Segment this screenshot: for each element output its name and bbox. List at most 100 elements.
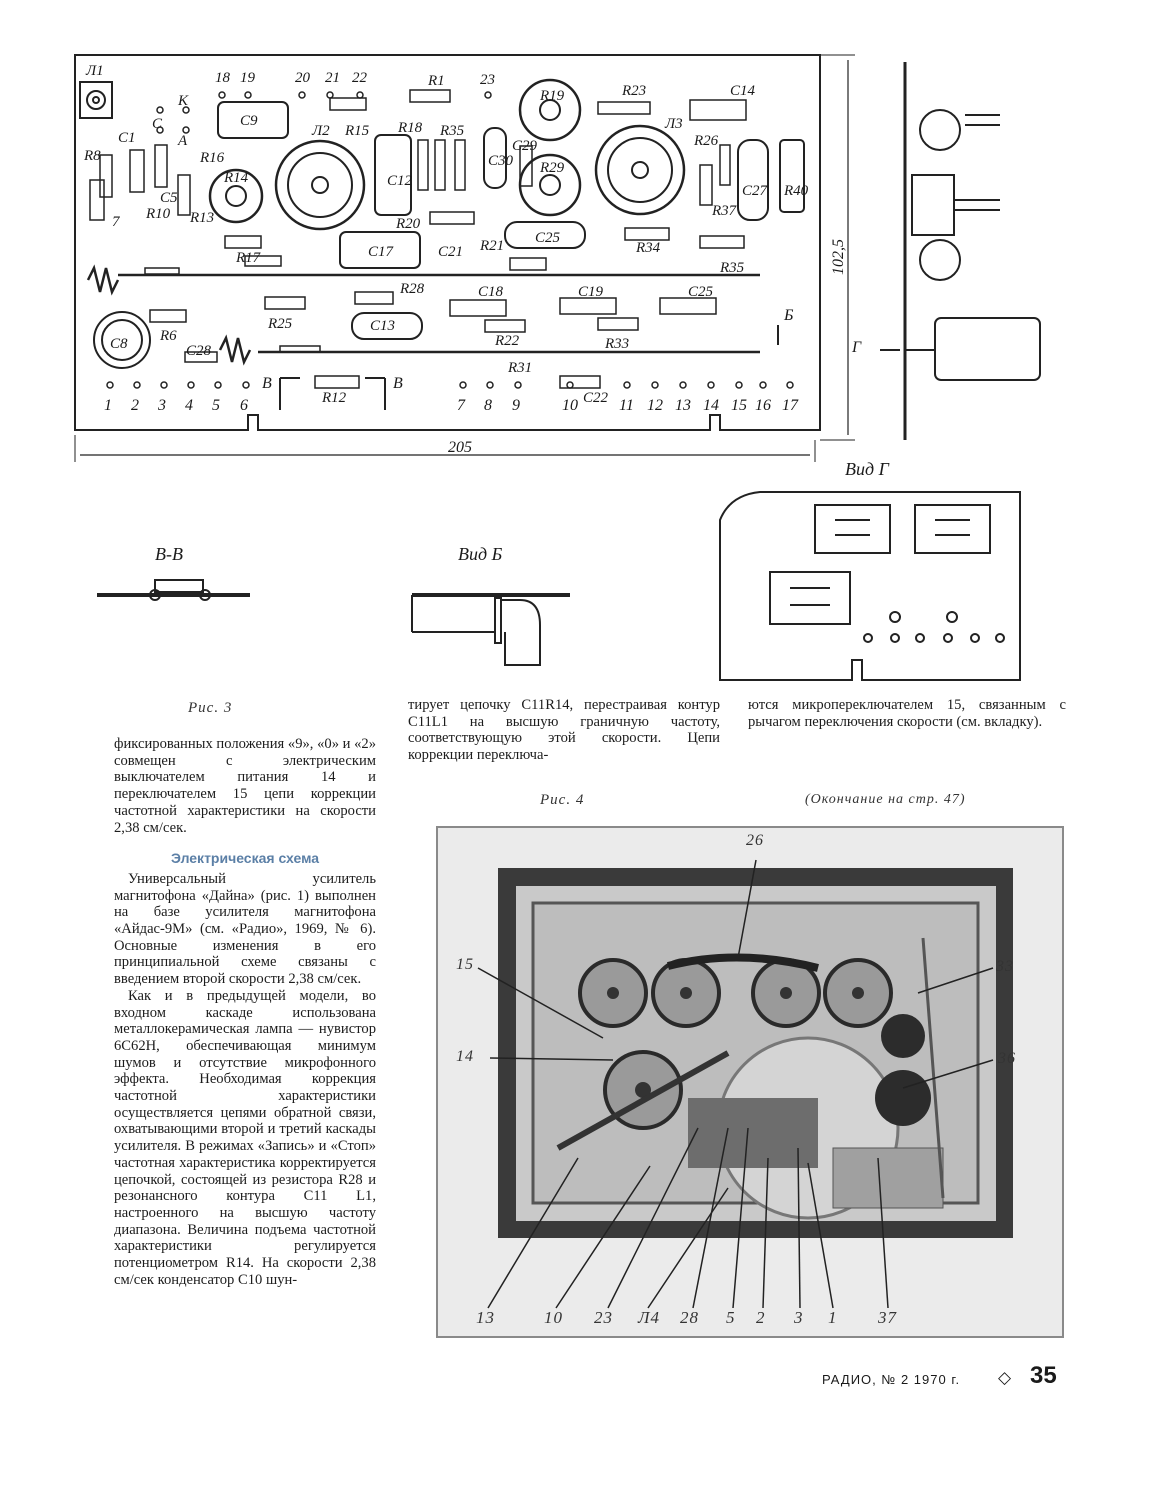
label-C18: C18 bbox=[478, 284, 504, 300]
label-R18: R18 bbox=[397, 120, 423, 136]
photo-callout: 13 bbox=[476, 1308, 495, 1327]
label-L1: Л1 bbox=[85, 63, 104, 79]
pin-number: 13 bbox=[675, 397, 691, 414]
label-C13: C13 bbox=[370, 318, 395, 334]
figure-4-photo: 26 15 14 33 36 13 10 23 Л4 28 5 2 3 1 37 bbox=[436, 826, 1064, 1338]
label-C27: C27 bbox=[742, 183, 769, 199]
pin-number: 1 bbox=[104, 397, 112, 414]
label-R17: R17 bbox=[235, 250, 262, 266]
magazine-footer: РАДИО, № 2 1970 г. bbox=[822, 1372, 961, 1387]
label-C29: C29 bbox=[512, 138, 538, 154]
top-pin-label: 23 bbox=[480, 72, 495, 88]
label-R29: R29 bbox=[539, 160, 565, 176]
pin-number: 10 bbox=[562, 397, 578, 414]
label-C1: C1 bbox=[118, 130, 136, 146]
paragraph: Как и в предыдущей модели, во входном ка… bbox=[114, 987, 376, 1288]
label-R8: R8 bbox=[83, 148, 101, 164]
label-R21: R21 bbox=[479, 238, 504, 254]
section-heading: Электрическая схема bbox=[170, 850, 320, 867]
label-C21: C21 bbox=[438, 244, 463, 260]
label-R37: R37 bbox=[711, 203, 738, 219]
photo-callout: 2 bbox=[756, 1308, 766, 1327]
label-L3: Л3 bbox=[664, 116, 683, 132]
photo-callout: Л4 bbox=[638, 1308, 661, 1327]
label-R6: R6 bbox=[159, 328, 177, 344]
label-R31: R31 bbox=[507, 360, 532, 376]
text-column-2: тирует цепочку C11R14, перестраивая конт… bbox=[408, 697, 720, 764]
label-C17: C17 bbox=[368, 244, 395, 260]
arrow-V-label: В bbox=[393, 375, 403, 392]
label-R15: R15 bbox=[344, 123, 370, 139]
label-R16: R16 bbox=[199, 150, 225, 166]
top-pin-label: 22 bbox=[352, 70, 368, 86]
label-C14: C14 bbox=[730, 83, 756, 99]
section-VV-title: В-В bbox=[155, 544, 183, 564]
paragraph: тирует цепочку C11R14, перестраивая конт… bbox=[408, 697, 720, 764]
view-G-title: Вид Г bbox=[845, 459, 890, 479]
photo-callout: 5 bbox=[726, 1308, 736, 1327]
paragraph: ются микропереключателем 15, связанным с… bbox=[748, 697, 1066, 730]
photo-callout: 37 bbox=[878, 1308, 897, 1327]
photo-callout: 10 bbox=[544, 1308, 563, 1327]
label-C19: C19 bbox=[578, 284, 604, 300]
label-K: К bbox=[177, 93, 189, 109]
label-R23: R23 bbox=[621, 83, 646, 99]
dimension-width: 205 bbox=[448, 439, 472, 456]
label-C25b: C25 bbox=[688, 284, 714, 300]
pin-number: 2 bbox=[131, 397, 139, 414]
pin-number: 5 bbox=[212, 397, 220, 414]
pin-number: 3 bbox=[157, 397, 166, 414]
photo-callout: 15 bbox=[456, 956, 474, 973]
text-column-1: фиксированных положения «9», «0» и «2» с… bbox=[114, 736, 376, 1289]
paragraph: Универсальный усилитель магнитофона «Дай… bbox=[114, 870, 376, 988]
label-C9: C9 bbox=[240, 113, 258, 129]
label-C22: C22 bbox=[583, 390, 609, 406]
top-pin-label: 20 bbox=[295, 70, 311, 86]
label-R19: R19 bbox=[539, 88, 565, 104]
arrow-V-label: В bbox=[262, 375, 272, 392]
photo-callout: 28 bbox=[680, 1308, 699, 1327]
label-R22: R22 bbox=[494, 333, 520, 349]
page-number: 35 bbox=[1030, 1362, 1057, 1389]
label-C12: C12 bbox=[387, 173, 413, 189]
pin-number: 6 bbox=[240, 397, 248, 414]
label-C28: C28 bbox=[186, 343, 212, 359]
photo-callout: 33 bbox=[996, 958, 1014, 975]
photo-callout: 23 bbox=[594, 1308, 613, 1327]
label-L2: Л2 bbox=[311, 123, 330, 139]
text-column-3: ются микропереключателем 15, связанным с… bbox=[748, 697, 1066, 730]
label-R10: R10 bbox=[145, 206, 171, 222]
figure-4-caption: Рис. 4 bbox=[540, 792, 585, 808]
pin-number: 8 bbox=[484, 397, 492, 414]
pin-number: 4 bbox=[185, 397, 193, 414]
photo-callout: 1 bbox=[828, 1308, 838, 1327]
pin-number: 17 bbox=[782, 397, 799, 414]
label-A: А bbox=[177, 133, 188, 149]
pin-number: 12 bbox=[647, 397, 663, 414]
photo-callout: 14 bbox=[456, 1048, 474, 1065]
label-R13: R13 bbox=[189, 210, 214, 226]
top-pin-label: 18 bbox=[215, 70, 231, 86]
label-R35: R35 bbox=[439, 123, 465, 139]
top-pin-label: 19 bbox=[240, 70, 256, 86]
arrow-G-label: Г bbox=[851, 339, 862, 356]
label-C8: C8 bbox=[110, 336, 128, 352]
pin-number: 15 bbox=[731, 397, 747, 414]
label-C: С bbox=[152, 116, 163, 132]
figure-3-caption: Рис. 3 bbox=[188, 700, 233, 716]
paragraph: фиксированных положения «9», «0» и «2» с… bbox=[114, 736, 376, 836]
label-R12: R12 bbox=[321, 390, 347, 406]
dimension-height: 102,5 bbox=[830, 239, 847, 275]
view-B-title: Вид Б bbox=[458, 544, 503, 564]
label-C25: C25 bbox=[535, 230, 561, 246]
photo-callout: 26 bbox=[746, 832, 764, 849]
label-R14: R14 bbox=[223, 170, 249, 186]
label-R26: R26 bbox=[693, 133, 719, 149]
arrow-B-label: Б bbox=[783, 307, 794, 324]
label-R25: R25 bbox=[267, 316, 293, 332]
tape-recorder-photo bbox=[438, 828, 1062, 1336]
pin-number: 11 bbox=[619, 397, 634, 414]
label-R40: R40 bbox=[783, 183, 809, 199]
pin-number: 9 bbox=[512, 397, 520, 414]
label-C5: C5 bbox=[160, 190, 178, 206]
